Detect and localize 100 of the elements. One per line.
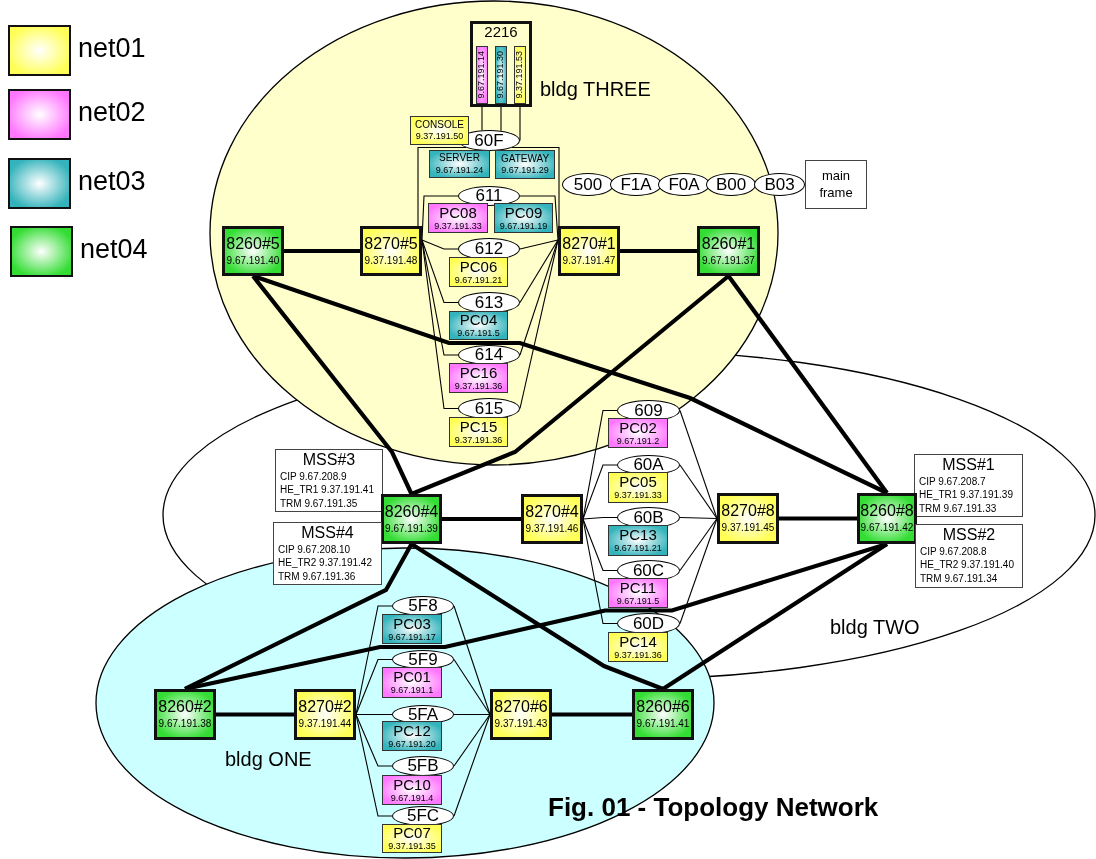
device-name: 8270#4 (525, 503, 579, 521)
device-name: GATEWAY (500, 153, 550, 165)
pc-box (608, 632, 668, 662)
pc-box (608, 472, 668, 503)
device-name: 8270#1 (562, 235, 616, 253)
device-name: 8270#6 (494, 699, 548, 717)
backbone-link (410, 542, 664, 691)
switch-box (521, 494, 583, 544)
ring-label: 615 (474, 399, 504, 418)
ip-address: 9.67.191.21 (454, 275, 503, 286)
network-link (355, 713, 393, 716)
ip-address: 9.67.191.2 (616, 436, 660, 447)
address-line: CIP 9.67.208.9 (280, 471, 347, 483)
ring-label: F0A (668, 175, 700, 194)
backbone-link (726, 274, 889, 495)
switch-box (857, 493, 917, 544)
network-link (421, 195, 459, 241)
device-box (410, 116, 469, 145)
legend-label: net01 (78, 33, 146, 64)
ip-address: 9.67.191.40 (226, 255, 280, 267)
device-name: 8270#5 (364, 235, 418, 253)
network-link (453, 713, 491, 817)
network-link (582, 518, 618, 572)
pc-box (428, 203, 488, 233)
ip-address: 9.37.191.53 (515, 51, 525, 99)
pc-box (608, 525, 668, 556)
device-name: SERVER (439, 153, 480, 164)
ring-label: B03 (764, 175, 795, 194)
backbone-link (216, 712, 294, 717)
address-line: HE_TR2 9.37.191.40 (920, 560, 1014, 571)
pc-box (449, 257, 508, 287)
ip-address: 9.67.191.42 (860, 523, 914, 534)
address-line: TRM 9.67.191.34 (920, 573, 998, 585)
ip-address: 9.67.191.41 (636, 719, 690, 730)
network-link (582, 518, 618, 625)
device-name: PC05 (619, 474, 657, 491)
network-link (421, 239, 459, 250)
ip-address: 9.37.191.36 (454, 381, 503, 392)
network-link (355, 713, 393, 817)
backbone-link (552, 712, 632, 717)
network-link (421, 239, 459, 304)
device-name: PC06 (459, 258, 498, 275)
device-name: PC12 (393, 722, 431, 739)
port-box (514, 46, 526, 104)
network-link (453, 605, 491, 716)
ring-label: 5F8 (408, 597, 438, 615)
pc-box (449, 417, 508, 447)
network-link (453, 713, 491, 767)
device-name: PC01 (393, 669, 431, 686)
switch-box (717, 493, 779, 544)
port-box (476, 46, 488, 104)
backbone-link (779, 516, 857, 521)
device-name: PC08 (439, 204, 477, 221)
ip-address: 9.67.191.30 (496, 51, 506, 99)
ring-label: 60A (633, 456, 664, 474)
ring-label: 60B (633, 508, 664, 527)
building-label: bldg TWO (830, 616, 920, 639)
ip-address: 9.67.191.29 (501, 166, 549, 176)
backbone-link (184, 543, 414, 691)
ip-address: 9.67.191.1 (390, 686, 434, 696)
legend-label: net02 (78, 97, 146, 128)
network-link (519, 195, 559, 241)
ip-address: 9.37.191.45 (721, 523, 775, 534)
network-link (679, 409, 718, 520)
ip-address: 9.37.191.50 (415, 132, 464, 142)
ring-ellipse (754, 173, 805, 196)
mss-box (275, 449, 383, 512)
switch-box (381, 494, 442, 544)
device-name: PC02 (619, 419, 657, 436)
device-name: PC03 (393, 615, 431, 632)
mss-box (914, 454, 1023, 517)
ring-label: 60F (474, 131, 504, 150)
address-line: CIP 9.67.208.7 (919, 476, 986, 488)
device-name: 8260#2 (158, 699, 212, 717)
network-link (582, 464, 618, 520)
mss-title: MSS#3 (302, 452, 356, 469)
ip-address: 9.67.191.21 (614, 544, 662, 554)
ring-label: 613 (474, 293, 504, 312)
network-link (519, 239, 559, 410)
ring-label: 614 (474, 346, 504, 364)
network-link (679, 517, 718, 625)
ip-address: 9.37.191.36 (614, 650, 662, 661)
device-box (429, 150, 490, 178)
address-line: TRM 9.67.191.36 (278, 571, 356, 583)
network-link (511, 146, 560, 227)
network-link (453, 658, 491, 716)
ip-address: 9.67.191.39 (385, 523, 438, 535)
pc-box (382, 775, 442, 805)
device-name: 8260#6 (636, 699, 690, 717)
mainframe-box (805, 160, 867, 209)
address-line: HE_TR2 9.37.191.42 (278, 558, 372, 569)
ring-label: 5FC (406, 807, 440, 825)
port-box (495, 46, 507, 104)
network-link (519, 239, 559, 304)
ip-address: 9.37.191.48 (364, 255, 418, 267)
device-name: CONSOLE (415, 119, 464, 131)
ip-address: 9.67.191.14 (477, 51, 487, 99)
address-line: TRM 9.67.191.33 (919, 503, 997, 515)
ring-label: 5F9 (408, 650, 438, 669)
network-link (355, 658, 393, 716)
